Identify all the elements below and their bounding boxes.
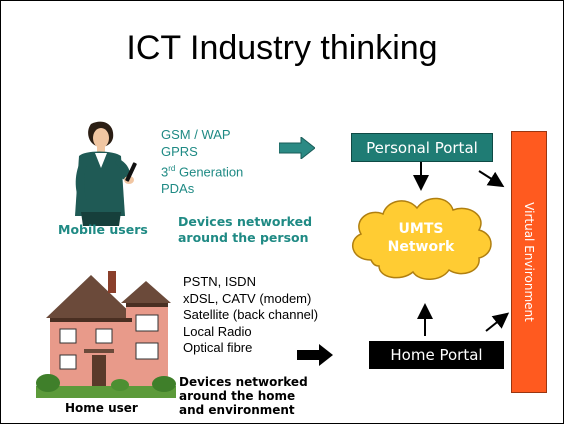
businesswoman-with-phone-icon bbox=[75, 121, 137, 226]
mobile-tech-3g-label: Generation bbox=[175, 164, 244, 180]
mobile-tech-3g: 3rd Generation bbox=[161, 160, 243, 180]
mobile-caption-line2: around the person bbox=[178, 230, 309, 245]
home-portal-to-venv-arrow bbox=[485, 312, 510, 332]
home-to-portal-arrow-icon bbox=[297, 344, 333, 366]
umts-cloud-icon bbox=[351, 197, 492, 280]
home-tech-pstn-isdn: PSTN, ISDN bbox=[183, 274, 256, 289]
home-caption-line2: around the home bbox=[179, 389, 296, 403]
personal-portal-box: Personal Portal bbox=[351, 133, 493, 162]
personal-portal-to-venv-arrow bbox=[478, 170, 505, 188]
home-portal-box: Home Portal bbox=[369, 341, 504, 369]
virtual-environment-bar: Virtual Environment bbox=[511, 131, 547, 393]
umts-cloud-line2: Network bbox=[387, 239, 455, 255]
mobile-tech-3g-number: 3 bbox=[161, 164, 169, 180]
umts-cloud-label: UMTS Network bbox=[341, 220, 501, 256]
home-portal-label: Home Portal bbox=[390, 346, 483, 364]
house-icon bbox=[36, 271, 176, 398]
home-caption-line3: and environment bbox=[179, 403, 295, 417]
slide-title: ICT Industry thinking bbox=[126, 29, 438, 67]
home-tech-satellite: Satellite (back channel) bbox=[183, 307, 319, 322]
mobile-users-label: Mobile users bbox=[58, 222, 148, 237]
personal-portal-label: Personal Portal bbox=[366, 138, 478, 157]
home-tech-list: PSTN, ISDN xDSL, CATV (modem) Satellite … bbox=[183, 274, 318, 357]
mobile-to-portal-arrow-icon bbox=[279, 137, 315, 159]
umts-cloud-line1: UMTS bbox=[398, 221, 444, 237]
mobile-tech-list: GSM / WAP GPRS 3rd Generation PDAs bbox=[161, 126, 243, 197]
home-caption: Devices networked around the home and en… bbox=[179, 375, 308, 417]
mobile-tech-gprs: GPRS bbox=[161, 144, 198, 159]
home-user-label: Home user bbox=[65, 401, 138, 415]
mobile-caption-line1: Devices networked bbox=[178, 214, 313, 229]
home-tech-local-radio: Local Radio bbox=[183, 323, 252, 339]
mobile-tech-gsm-wap: GSM / WAP bbox=[161, 127, 231, 142]
mobile-caption: Devices networked around the person bbox=[178, 214, 312, 246]
mobile-tech-pdas: PDAs bbox=[161, 181, 195, 197]
home-tech-xdsl-catv: xDSL, CATV (modem) bbox=[183, 290, 312, 306]
home-tech-optical-fibre: Optical fibre bbox=[183, 340, 253, 355]
virtual-environment-label: Virtual Environment bbox=[522, 202, 536, 322]
mobile-tech-3g-suffix: rd bbox=[168, 164, 176, 173]
home-caption-line1: Devices networked bbox=[179, 375, 308, 389]
